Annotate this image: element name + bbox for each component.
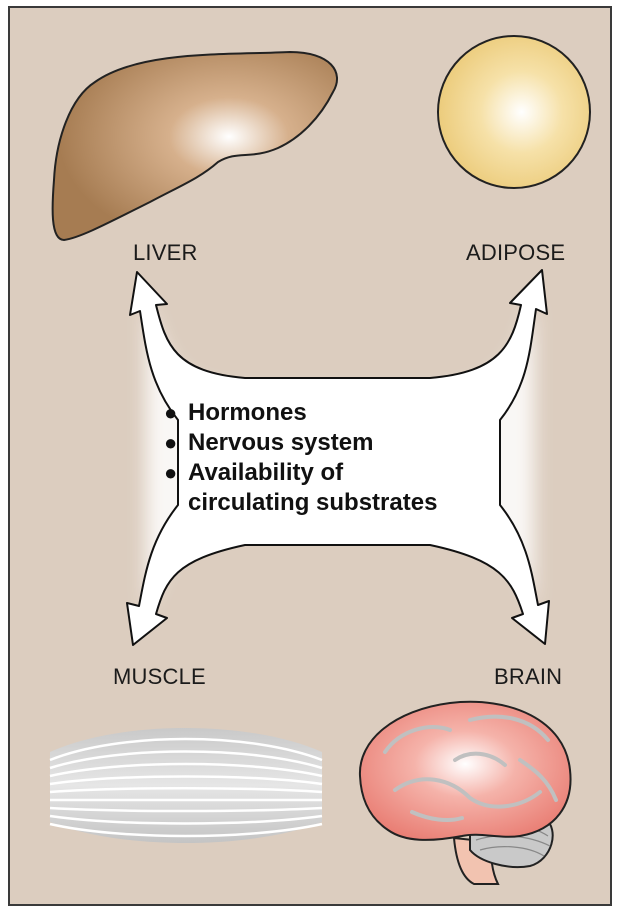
liver-label: LIVER xyxy=(133,240,198,266)
bullet-icon: ● xyxy=(164,458,188,488)
adipose-cell-illustration xyxy=(438,36,590,188)
adipose-label: ADIPOSE xyxy=(466,240,565,266)
list-item: ● Hormones xyxy=(164,398,437,428)
liver-illustration xyxy=(53,52,337,240)
brain-illustration xyxy=(360,702,571,884)
list-item: ● Nervous system xyxy=(164,428,437,458)
muscle-illustration xyxy=(50,728,322,843)
regulating-factors-list: ● Hormones ● Nervous system ● Availabili… xyxy=(164,398,437,518)
bullet-icon: ● xyxy=(164,428,188,458)
bullet-icon: ● xyxy=(164,398,188,428)
list-item-continuation: circulating substrates xyxy=(164,488,437,518)
muscle-label: MUSCLE xyxy=(113,664,206,690)
brain-label: BRAIN xyxy=(494,664,562,690)
list-item: ● Availability of xyxy=(164,458,437,488)
